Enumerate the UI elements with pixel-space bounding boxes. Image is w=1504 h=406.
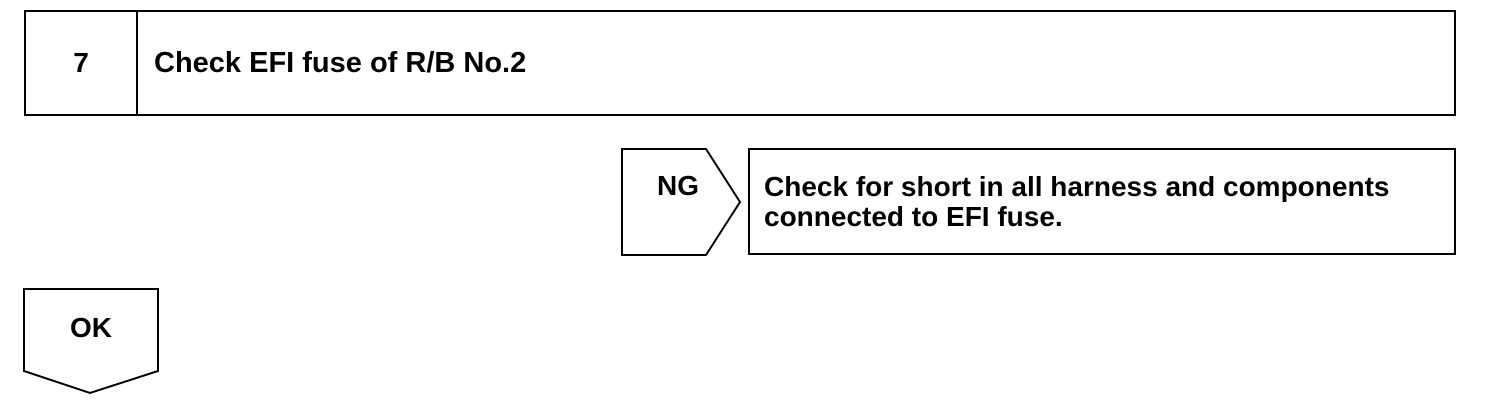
- ng-label: NG: [657, 170, 699, 201]
- step-number: 7: [26, 12, 138, 114]
- step-box: 7 Check EFI fuse of R/B No.2: [24, 10, 1456, 116]
- ok-arrow-shape: [23, 288, 159, 395]
- ok-label: OK: [70, 312, 112, 343]
- ng-action-line-1: Check for short in all harness and compo…: [764, 171, 1390, 202]
- ng-arrow-shape: [621, 148, 742, 256]
- step-title: Check EFI fuse of R/B No.2: [154, 46, 527, 79]
- ng-action-box: Check for short in all harness and compo…: [748, 148, 1456, 255]
- ng-action-line-2: connected to EFI fuse.: [764, 201, 1063, 232]
